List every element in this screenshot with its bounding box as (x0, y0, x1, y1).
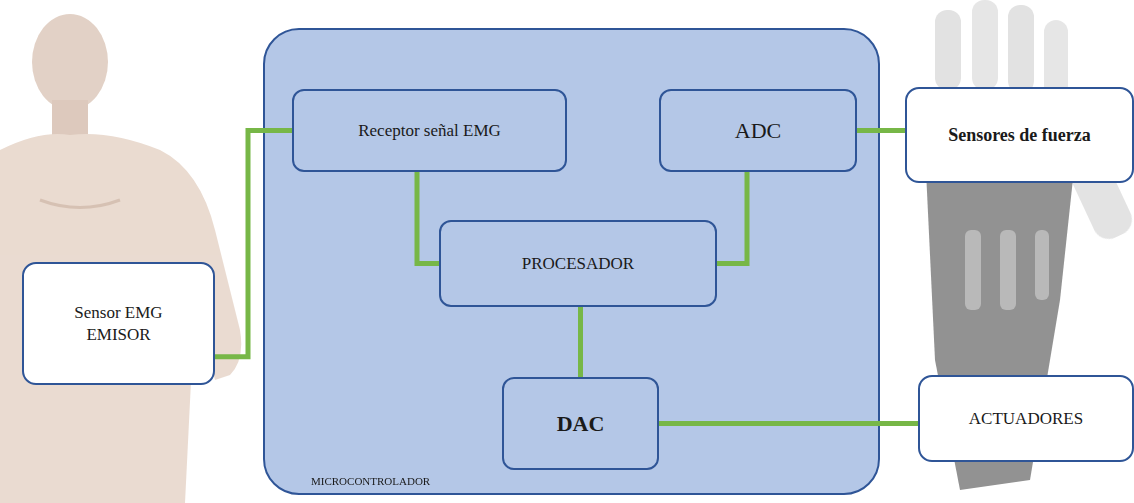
signal-line (417, 172, 439, 264)
sensor-box: Sensor EMG EMISOR (22, 262, 215, 385)
node-label: ADC (735, 117, 781, 145)
signal-line (717, 172, 747, 264)
receiver-box: Receptor señal EMG (292, 89, 567, 172)
adc-box: ADC (659, 89, 857, 172)
actuator-box: ACTUADORES (918, 375, 1134, 462)
node-label: Sensores de fuerza (948, 124, 1091, 147)
node-label: ACTUADORES (969, 408, 1083, 429)
node-label: DAC (557, 410, 605, 438)
node-label: Receptor señal EMG (358, 120, 501, 141)
signal-line (215, 131, 292, 357)
signal-line (578, 307, 583, 377)
human-figure (0, 14, 241, 503)
node-label: Sensor EMG EMISOR (64, 302, 174, 345)
signal-line (857, 128, 905, 133)
microcontroller-box: MICROCONTROLADOR Receptor señal EMG ADC PRO… (263, 28, 880, 495)
signal-line (659, 421, 918, 426)
force-sensor-box: Sensores de fuerza (905, 87, 1134, 183)
dac-box: DAC (502, 377, 659, 470)
node-label: PROCESADOR (522, 253, 634, 274)
processor-box: PROCESADOR (439, 220, 717, 307)
group-label: MICROCONTROLADOR (311, 475, 430, 487)
